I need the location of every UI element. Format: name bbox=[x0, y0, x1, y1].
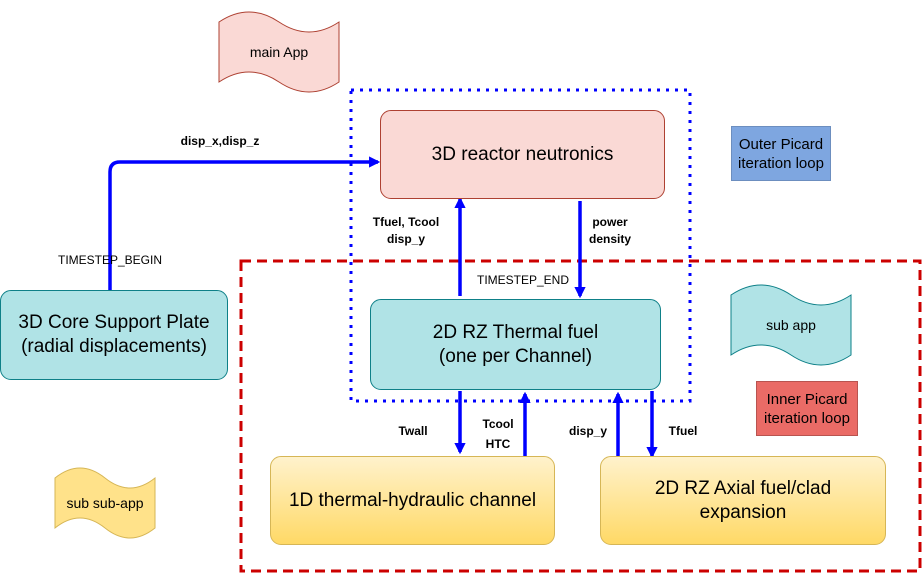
sub-sub-app-shape bbox=[54, 467, 156, 539]
main-app-label: main App bbox=[249, 44, 309, 60]
sub-app-label: sub app bbox=[766, 317, 816, 333]
sub-sub-app-label: sub sub-app bbox=[66, 495, 144, 511]
node-2d-rz-thermal-fuel[interactable]: 2D RZ Thermal fuel (one per Channel) bbox=[370, 299, 661, 390]
edge-label-disp-y: disp_y bbox=[568, 424, 607, 438]
outer-picard-note-label: Outer Picard iteration loop bbox=[738, 135, 824, 172]
edge-label-disp-xz: disp_x,disp_z bbox=[180, 134, 260, 148]
outer-picard-note: Outer Picard iteration loop bbox=[731, 126, 831, 181]
inner-picard-note-label: Inner Picard iteration loop bbox=[764, 390, 850, 427]
node-3d-core-support-plate[interactable]: 3D Core Support Plate (radial displaceme… bbox=[0, 290, 228, 380]
edge-label-timestep-begin: TIMESTEP_BEGIN bbox=[57, 253, 163, 267]
arrow-disp-xz bbox=[108, 156, 381, 290]
node-2d-rz-axial-expansion-label: 2D RZ Axial fuel/clad expansion bbox=[654, 477, 832, 523]
node-2d-rz-thermal-fuel-label: 2D RZ Thermal fuel (one per Channel) bbox=[432, 321, 599, 367]
edge-label-tcool-htc: Tcool HTC bbox=[482, 417, 514, 451]
edge-label-timestep-end: TIMESTEP_END bbox=[476, 273, 569, 287]
sub-app-shape bbox=[730, 284, 852, 366]
node-3d-reactor-neutronics[interactable]: 3D reactor neutronics bbox=[380, 110, 665, 199]
edge-label-twall: Twall bbox=[398, 424, 428, 438]
inner-picard-note: Inner Picard iteration loop bbox=[756, 381, 858, 436]
main-app-shape bbox=[218, 11, 340, 93]
edge-label-tfuel: Tfuel bbox=[668, 424, 698, 438]
edge-label-power-density: power density bbox=[588, 215, 631, 246]
node-3d-reactor-neutronics-label: 3D reactor neutronics bbox=[431, 143, 614, 165]
node-2d-rz-axial-expansion[interactable]: 2D RZ Axial fuel/clad expansion bbox=[600, 456, 886, 545]
node-1d-thermal-hydraulic-channel[interactable]: 1D thermal-hydraulic channel bbox=[270, 456, 555, 545]
edge-label-tfuel-tcool-dispy: Tfuel, Tcool disp_y bbox=[372, 215, 440, 246]
node-3d-core-support-plate-label: 3D Core Support Plate (radial displaceme… bbox=[18, 312, 210, 357]
node-1d-thermal-hydraulic-channel-label: 1D thermal-hydraulic channel bbox=[288, 489, 537, 511]
